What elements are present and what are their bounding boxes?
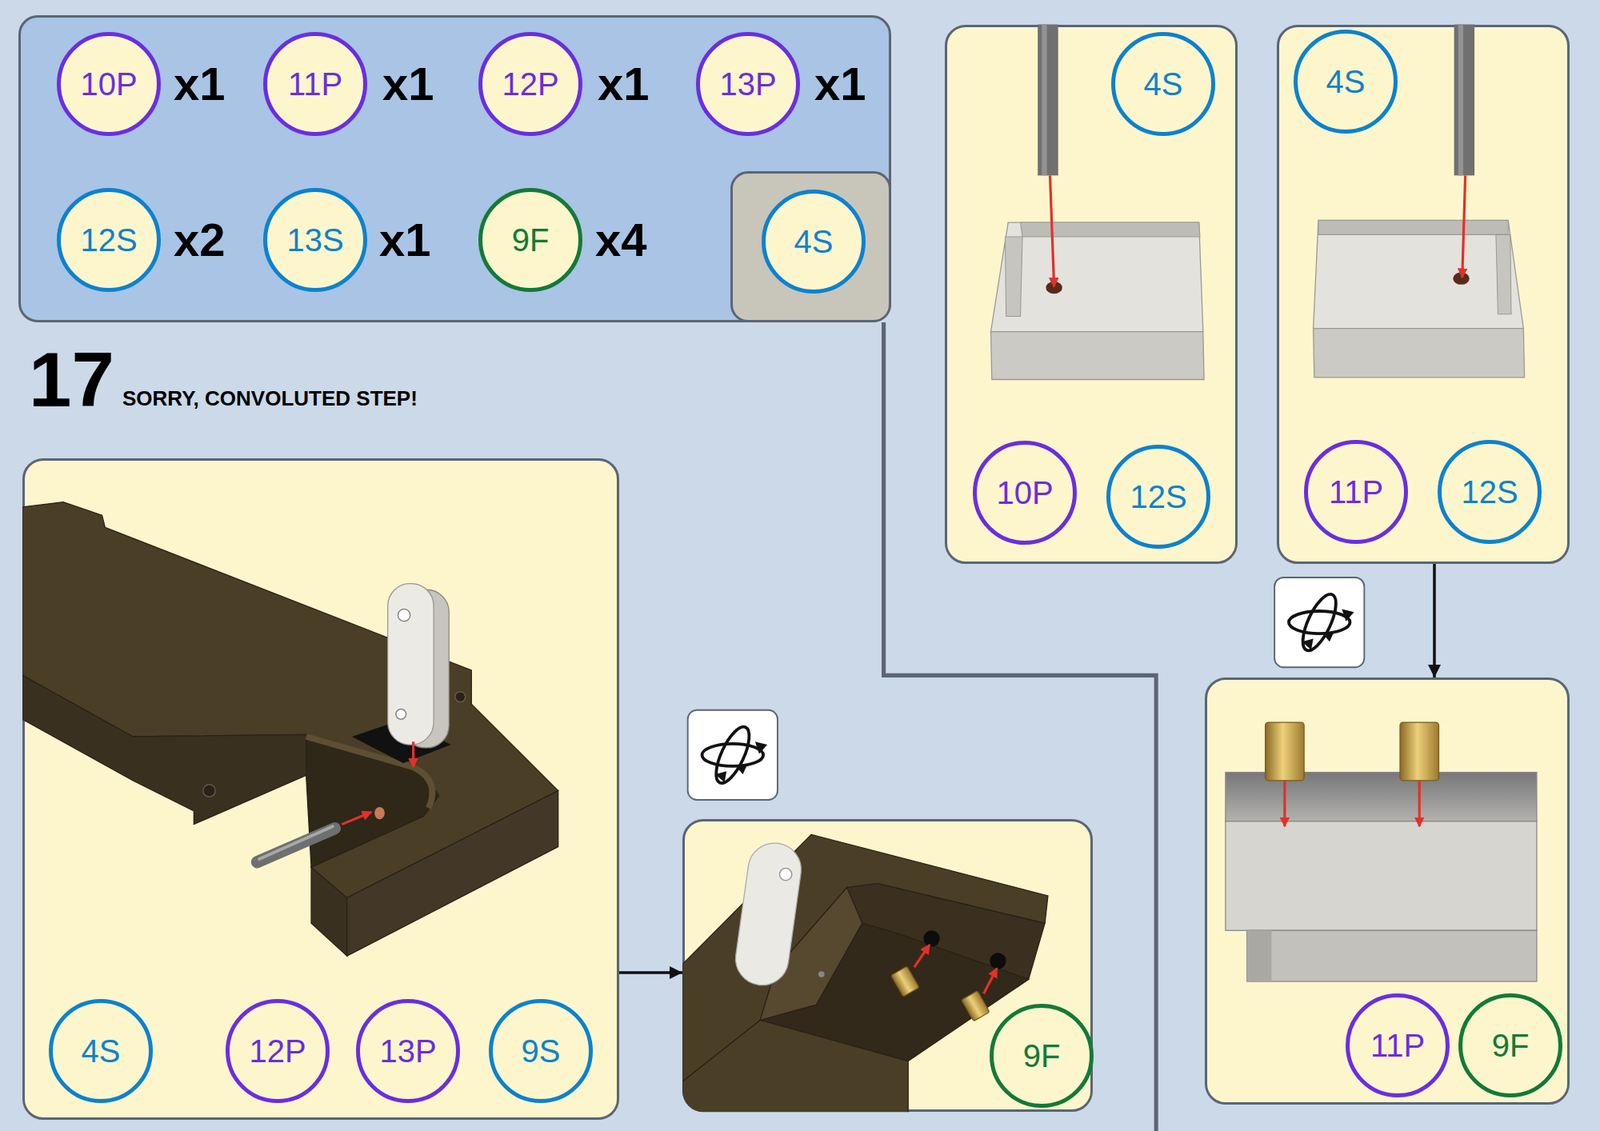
part-code: 10P <box>80 68 137 100</box>
part-code: 10P <box>996 476 1053 509</box>
step-panel: 4S 11P 12S <box>1276 24 1570 564</box>
part-code: 4S <box>81 1035 121 1068</box>
part-code: 12P <box>248 1035 306 1068</box>
quantity-label: x1 <box>814 56 867 112</box>
part-code: 9F <box>1492 1029 1530 1062</box>
part-callout: 9F <box>989 1004 1094 1108</box>
part-code: 4S <box>794 225 834 258</box>
step-panel: 4S 12P 13P 9S <box>22 458 620 1120</box>
part-code: 9S <box>521 1035 561 1068</box>
part-callout: 4S <box>761 189 866 294</box>
part-callout: 10P <box>972 440 1077 545</box>
part-code: 11P <box>288 68 343 100</box>
part-callout: 4S <box>1111 32 1216 136</box>
quantity-label: x1 <box>379 212 432 268</box>
flow-arrow <box>1432 564 1436 678</box>
step-panel: 11P 9F <box>1204 677 1570 1105</box>
part-code: 11P <box>1328 476 1384 508</box>
part-callout: 11P <box>1304 440 1408 544</box>
quantity-label: x1 <box>173 56 226 112</box>
part-callout: 9F <box>1458 993 1563 1098</box>
part-code: 12S <box>1129 480 1187 513</box>
part-code: 12S <box>1460 476 1518 508</box>
part-callout: 4S <box>48 999 153 1104</box>
quantity-label: x1 <box>597 56 650 112</box>
part-code: 13S <box>286 224 344 256</box>
part-code: 12S <box>80 224 137 256</box>
illustration-shape <box>688 710 778 800</box>
part-callout: 12S <box>1106 444 1211 549</box>
step-note: SORRY, CONVOLUTED STEP! <box>122 386 418 411</box>
part-callout: 12P <box>478 32 583 136</box>
quantity-label: x4 <box>595 212 648 268</box>
quantity-label: x1 <box>382 56 435 112</box>
step-panel: 9F <box>682 819 1093 1112</box>
illustration-shape <box>1274 577 1364 668</box>
part-code: 9F <box>512 224 550 256</box>
part-callout: 13P <box>696 32 800 136</box>
part-callout: 12P <box>225 999 330 1104</box>
part-callout: 11P <box>1345 993 1450 1098</box>
flow-arrow <box>619 971 683 975</box>
part-code: 4S <box>1144 68 1184 100</box>
part-callout: 13S <box>263 188 368 292</box>
part-callout: 11P <box>263 32 368 136</box>
part-code: 4S <box>1326 65 1366 98</box>
step-number: 17 <box>28 341 115 419</box>
part-code: 12P <box>501 68 559 100</box>
part-callout: 4S <box>1293 29 1398 134</box>
part-code: 11P <box>1370 1029 1425 1062</box>
step-panel: 4S 10P 12S <box>944 24 1238 564</box>
part-callout: 12S <box>1437 440 1542 544</box>
part-callout: 10P <box>56 32 161 136</box>
highlight-box: 4S <box>730 171 892 323</box>
part-code: 13P <box>719 68 776 100</box>
part-callout: 12S <box>56 188 161 292</box>
part-callout: 13P <box>356 999 460 1104</box>
part-callout: 9F <box>478 188 583 292</box>
quantity-label: x2 <box>173 212 226 268</box>
part-code: 9F <box>1023 1040 1061 1072</box>
parts-list-panel: 10P 11P 12P 13P 12S 13S 9F 4S <box>18 15 892 323</box>
part-code: 13P <box>379 1035 436 1068</box>
part-callout: 9S <box>488 999 593 1104</box>
